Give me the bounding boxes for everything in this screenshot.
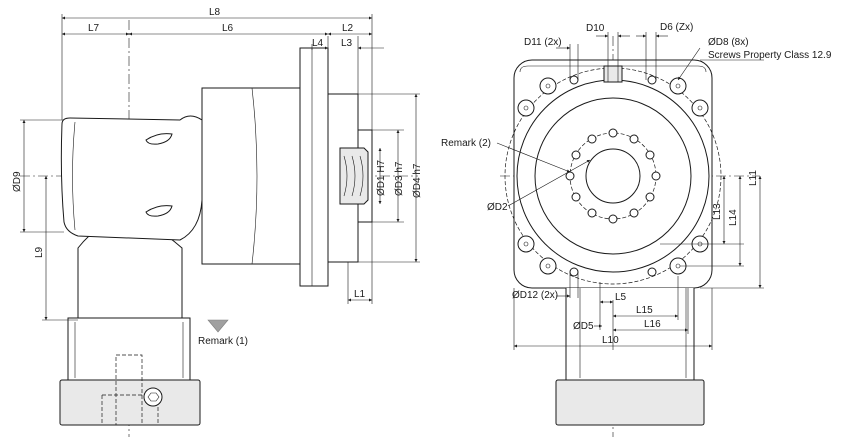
label-L4: L4 (312, 38, 324, 49)
label-L14: L14 (728, 209, 739, 226)
vent-slot-upper (145, 133, 173, 145)
label-screws-property-class: Screws Property Class 12.9 (708, 50, 832, 61)
threaded-hole-D10 (603, 65, 623, 83)
label-L7: L7 (88, 23, 100, 34)
label-D12: ØD12 (2x) (512, 290, 558, 301)
label-D6: D6 (Zx) (660, 22, 693, 33)
motor-adapter-block (59, 379, 201, 426)
label-D5: ØD5 (573, 321, 594, 332)
inner-screw-holes (565, 128, 661, 224)
label-L9: L9 (34, 246, 45, 258)
label-D11: D11 (2x) (524, 37, 562, 48)
clamp-screw (143, 387, 163, 407)
label-L6: L6 (222, 23, 234, 34)
shaft-bore (585, 148, 641, 204)
flange-mounting-holes (517, 77, 709, 275)
label-L5: L5 (615, 292, 627, 303)
hex-socket-icon (147, 392, 160, 402)
label-D8: ØD8 (8x) (708, 37, 749, 48)
label-L15: L15 (636, 305, 653, 316)
label-L3: L3 (341, 38, 353, 49)
pin-hole-D11 (569, 75, 579, 85)
label-D1: ØD1 H7 (376, 159, 387, 196)
label-L2: L2 (342, 23, 354, 34)
front-adapter-block (555, 379, 705, 426)
label-L13: L13 (712, 203, 723, 220)
label-L11: L11 (748, 170, 759, 186)
label-D3: ØD3 h7 (394, 161, 405, 196)
shaft-bore-section (339, 147, 369, 205)
label-L10: L10 (602, 335, 619, 346)
side-view: Remark (1) L8 L7 L6 L2 L4 L3 L1 ØD9 (12, 7, 423, 437)
hidden-clamp-outline (115, 354, 143, 426)
D2-leader (507, 159, 591, 207)
label-D4: ØD4 h7 (412, 163, 423, 198)
gearbox-body (201, 87, 301, 265)
remark-1-marker (207, 319, 229, 333)
remark-1-label: Remark (1) (198, 336, 248, 347)
front-view: D10 D6 (Zx) D11 (2x) ØD8 (8x) Screws Pro… (441, 22, 832, 437)
label-D10: D10 (586, 23, 605, 34)
elbow-housing (60, 115, 203, 241)
label-D9: ØD9 (12, 171, 23, 192)
label-L1: L1 (354, 289, 366, 300)
motor-housing-lower (67, 317, 191, 381)
pin-hole-D12 (569, 267, 579, 277)
bolt-circle (504, 67, 722, 285)
front-motor-housing (565, 288, 695, 381)
output-flange (299, 47, 329, 287)
label-L16: L16 (644, 319, 661, 330)
remark-2-label: Remark (2) (441, 138, 491, 149)
label-D2: ØD2 (487, 202, 508, 213)
vent-slot-lower (145, 205, 173, 217)
label-L8: L8 (209, 7, 221, 18)
remark-2-leader (496, 142, 571, 173)
